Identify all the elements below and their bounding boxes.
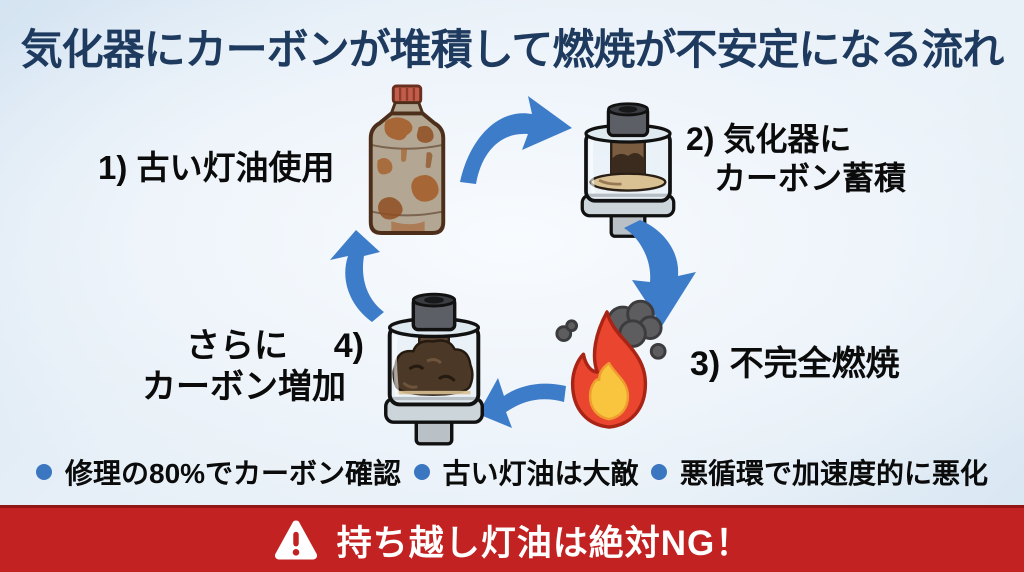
vaporizer-full-carbon-icon <box>370 290 498 448</box>
warning-triangle-icon <box>273 519 319 561</box>
arrow-step1-to-step2-icon <box>452 86 577 206</box>
arrow-step4-to-step1-icon <box>322 230 402 325</box>
cycle-step-2-label: 2) 気化器に カーボン蓄積 <box>686 120 906 198</box>
arrow-step2-to-step3-icon <box>612 216 712 346</box>
warning-banner-text: 持ち越し灯油は絶対NG！ <box>336 523 752 563</box>
fact-item-vicious-cycle: 悪循環で加速度的に悪化 <box>650 452 988 492</box>
cycle-step-2-line1: 2) 気化器に <box>686 121 852 157</box>
bullet-dot-icon <box>650 464 667 480</box>
cycle-step-4-line1-text: さらに <box>186 327 288 365</box>
vaporizer-carbon-icon <box>562 100 694 240</box>
cycle-step-4-label: さらに 4) カーボン増加 <box>142 326 386 409</box>
fact-text: 悪循環で加速度的に悪化 <box>679 458 988 489</box>
cycle-step-4-line1-number: 4) <box>333 327 364 365</box>
page-title: 気化器にカーボンが堆積して燃焼が不安定になる流れ <box>20 26 1005 73</box>
bullet-dot-icon <box>413 464 430 480</box>
cycle-step-4-line2: カーボン増加 <box>142 368 346 407</box>
cycle-step-4-line1: さらに 4) <box>142 326 386 367</box>
fact-text: 古い灯油は大敵 <box>442 458 639 489</box>
warning-banner: 持ち越し灯油は絶対NG！ <box>0 505 1024 572</box>
cycle-step-1-label: 1) 古い灯油使用 <box>98 149 335 186</box>
fact-text: 修理の80%でカーボン確認 <box>65 458 402 489</box>
fact-item-repair-carbon: 修理の80%でカーボン確認 <box>36 452 401 492</box>
arrow-step3-to-step4-icon <box>476 366 571 451</box>
cycle-step-3-label: 3) 不完全燃焼 <box>690 345 900 383</box>
old-kerosene-bottle-icon <box>358 84 456 236</box>
flame-smoke-icon <box>550 296 668 444</box>
bullet-dot-icon <box>36 464 52 480</box>
cycle-step-2-line2: カーボン蓄積 <box>714 160 907 197</box>
facts-row: 修理の80%でカーボン確認 古い灯油は大敵 悪循環で加速度的に悪化 <box>0 452 1024 492</box>
fact-item-old-kerosene: 古い灯油は大敵 <box>413 452 639 492</box>
